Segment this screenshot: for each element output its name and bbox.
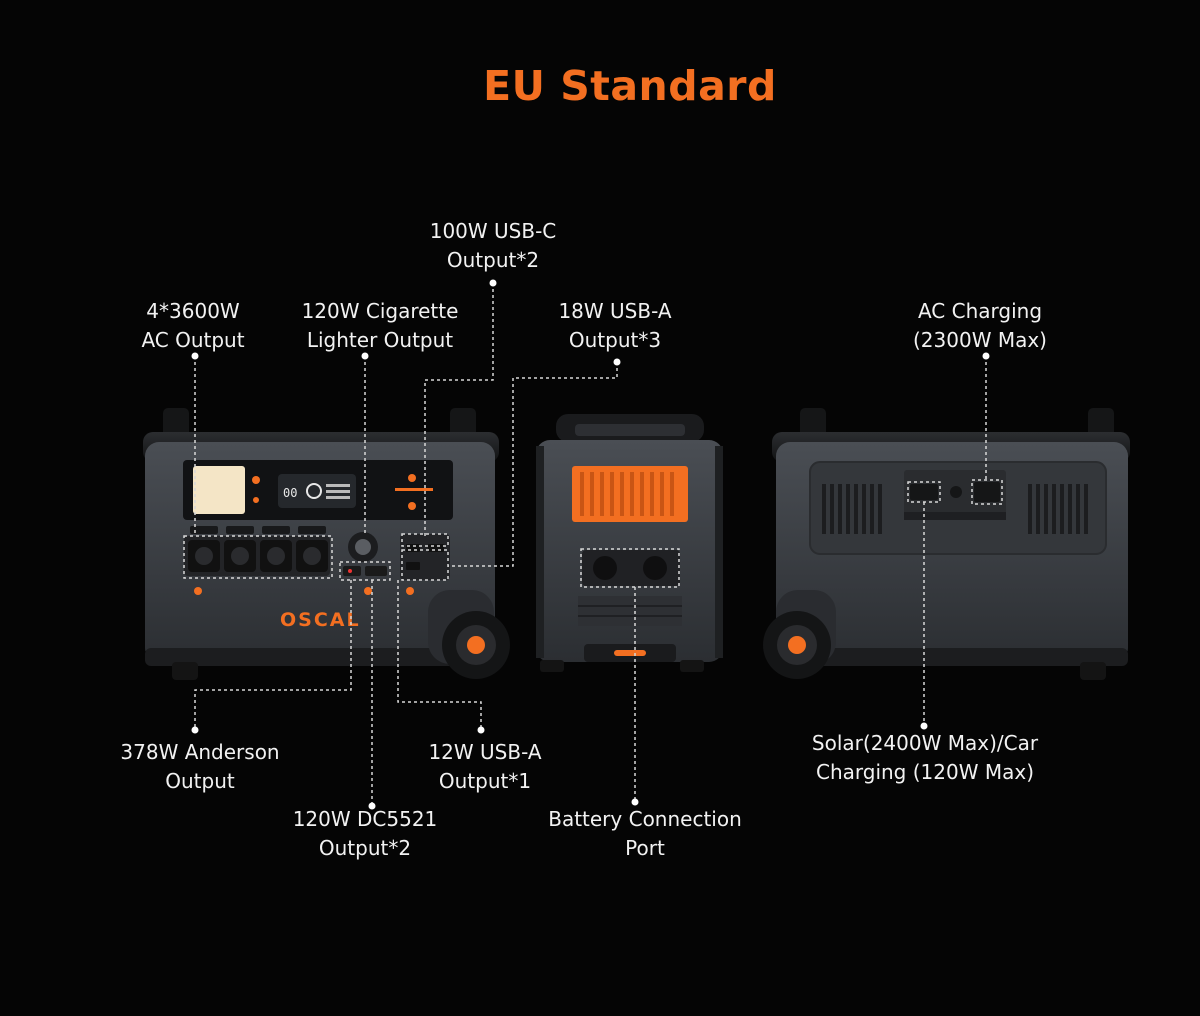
label-ac-charging: AC Charging(2300W Max) <box>913 299 1047 352</box>
ac-outlets <box>184 526 330 576</box>
front-unit: 00 <box>143 408 510 680</box>
svg-text:00: 00 <box>283 486 297 500</box>
led-light <box>193 466 245 514</box>
page-title: EU Standard <box>483 62 777 110</box>
back-unit <box>763 408 1130 680</box>
front-handle-left <box>163 408 189 438</box>
highlight-boxes <box>183 479 1003 588</box>
side-unit <box>536 414 723 672</box>
back-vents <box>822 484 1088 534</box>
leader-dots <box>191 279 990 810</box>
usb-ports <box>400 534 450 580</box>
lcd-screen <box>278 474 356 508</box>
leader-lines <box>194 283 987 806</box>
front-handle-right <box>450 408 476 438</box>
oscal-logo: OSCAL <box>280 609 361 631</box>
